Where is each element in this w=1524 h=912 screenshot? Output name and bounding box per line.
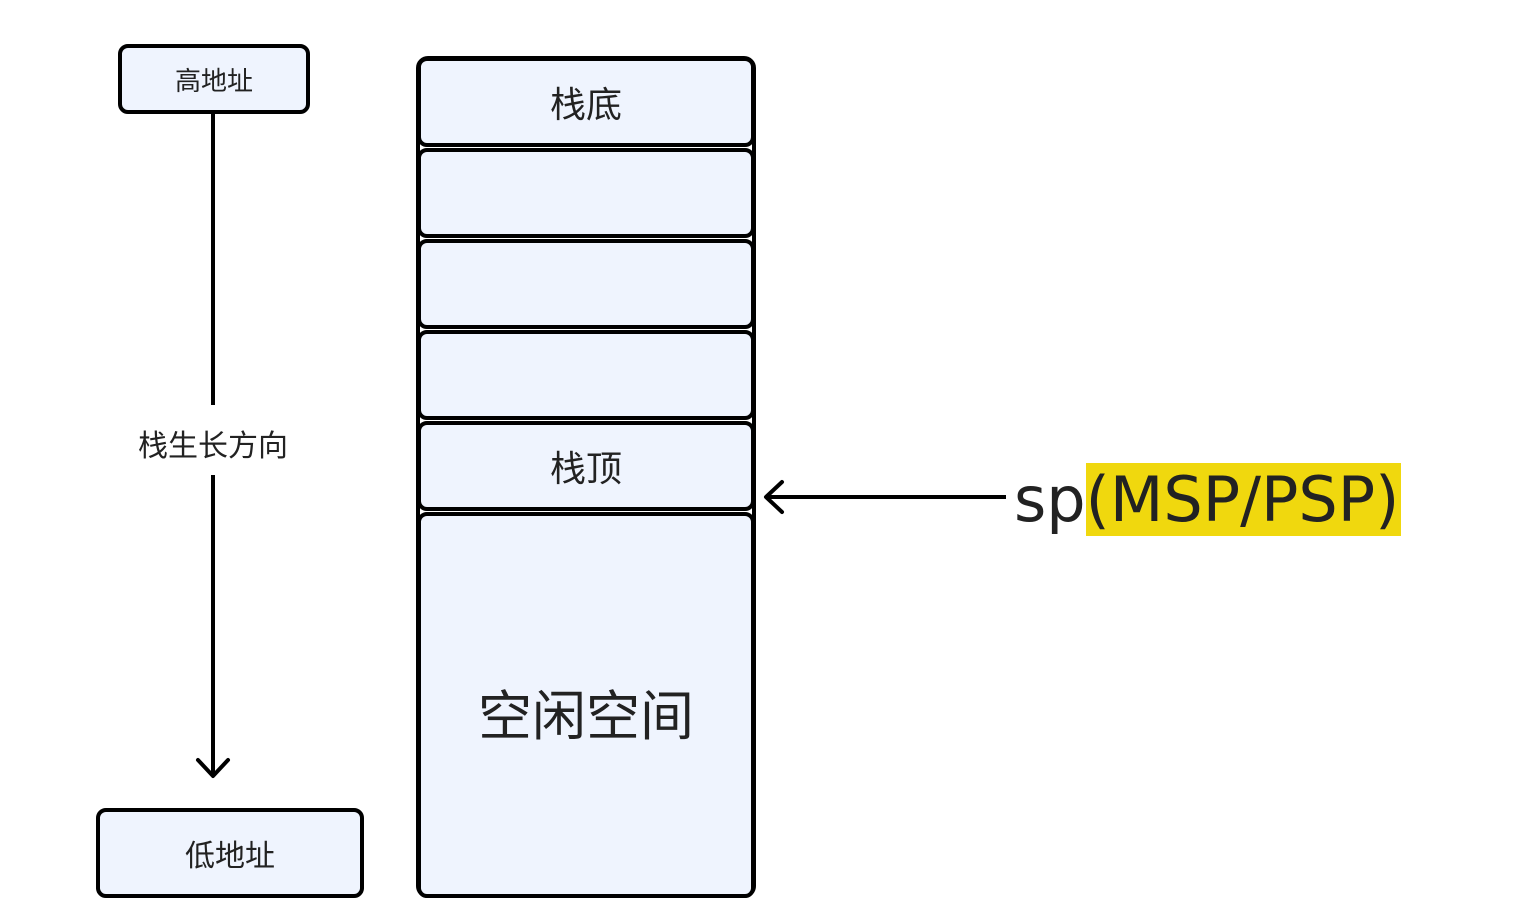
low-address-box: 低地址 [96, 808, 364, 898]
stack-cell-top: 栈顶 [417, 421, 755, 511]
stack-bottom-label: 栈底 [549, 85, 622, 126]
stack-top-label: 栈顶 [549, 449, 622, 490]
free-space-label: 空闲空间 [478, 684, 694, 748]
high-address-label: 高地址 [174, 66, 253, 97]
sp-register-prefix: sp [1014, 462, 1086, 536]
sp-register-suffix: (MSP/PSP) [1085, 462, 1402, 536]
low-address-label: 低地址 [185, 839, 275, 874]
growth-direction-label: 栈生长方向 [112, 420, 314, 466]
growth-arrow-head [196, 758, 230, 778]
stack-cell-bottom: 栈底 [417, 57, 755, 147]
stack-cell [417, 148, 755, 238]
stack-cell [417, 239, 755, 329]
stack-pointer-label: sp(MSP/PSP) [1014, 454, 1402, 544]
high-address-box: 高地址 [118, 44, 310, 114]
free-space-block: 空闲空间 [417, 512, 755, 898]
sp-pointer-head [764, 480, 784, 514]
stack-cell [417, 330, 755, 420]
